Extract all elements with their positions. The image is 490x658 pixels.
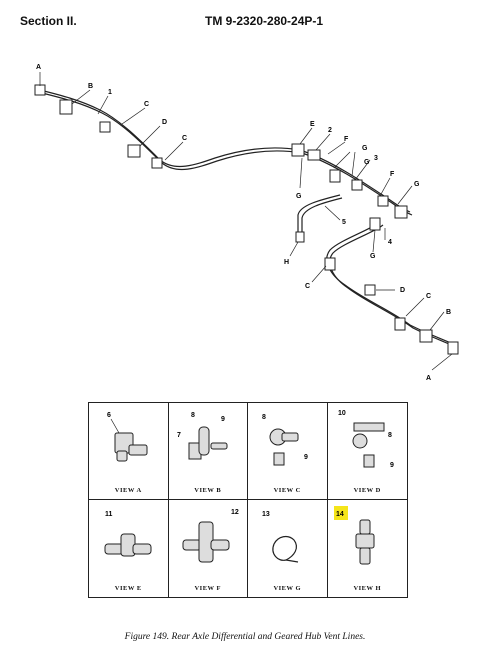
vent-tube-1 (39, 89, 303, 171)
view-d-panel: 10 8 9 VIEW D (327, 403, 407, 500)
callout-g4: G (370, 253, 376, 260)
callout-b-top: B (88, 83, 93, 90)
view-b-panel: 8 9 7 VIEW B (168, 403, 248, 500)
callout-g3: G (414, 181, 420, 188)
callout-a-bot: A (426, 375, 431, 382)
view-e-label: VIEW E (114, 585, 142, 592)
callout-f2: F (390, 171, 395, 178)
item-8-c: 8 (262, 414, 266, 421)
callout-e: E (310, 121, 315, 128)
elbow-fitting-icon (114, 432, 148, 462)
callout-a-top: A (36, 64, 41, 71)
view-c-panel: 8 9 VIEW C (248, 403, 328, 500)
callout-5: 5 (342, 219, 346, 226)
item-6: 6 (107, 412, 111, 419)
view-a-label: VIEW A (114, 487, 142, 494)
vent-tube-4 (326, 221, 459, 349)
view-f-panel: 12 VIEW F (169, 500, 248, 597)
callout-c-top: C (144, 101, 149, 108)
callout-c2-top: C (182, 135, 187, 142)
callout-c2-bot: C (426, 293, 431, 300)
callout-g1: G (362, 145, 368, 152)
cross-fitting-icon (182, 521, 229, 563)
callout-1: 1 (108, 89, 112, 96)
item-9-c: 9 (304, 454, 308, 461)
callout-d-top: D (162, 119, 167, 126)
callout-b-bot: B (446, 309, 451, 316)
callout-4: 4 (388, 239, 392, 246)
callout-d-bot: D (400, 287, 405, 294)
clamp-bolt-icon (188, 426, 227, 460)
view-a-panel: 6 VIEW A (89, 403, 169, 500)
view-c-label: VIEW C (273, 487, 301, 494)
item-9: 9 (221, 416, 225, 423)
item-8-d: 8 (388, 432, 392, 439)
item-9-d: 9 (390, 462, 394, 469)
callout-h: H (284, 259, 289, 266)
item-13: 13 (262, 511, 270, 518)
vent-valve-icon (355, 519, 374, 565)
item-8: 8 (191, 412, 195, 419)
view-b-label: VIEW B (194, 487, 222, 494)
view-g-label: VIEW G (273, 585, 302, 592)
view-g-panel: 13 VIEW G (248, 500, 328, 597)
callout-leaders (39, 72, 453, 371)
view-h-label: VIEW H (353, 585, 382, 592)
bracket-clip-icon (352, 422, 384, 468)
item-14: 14 (336, 511, 344, 518)
item-11: 11 (105, 511, 113, 518)
callout-c-bot: C (305, 283, 310, 290)
section-heading: Section II. (20, 14, 77, 28)
tee-fitting-icon (104, 533, 152, 557)
spring-clip-icon (272, 535, 299, 563)
item-10: 10 (338, 410, 346, 417)
callout-2: 2 (328, 127, 332, 134)
detail-views-grid: 6 VIEW A 8 9 7 VIEW B 8 9 (88, 402, 408, 598)
clip-icon (269, 428, 299, 466)
callout-g-left: G (296, 193, 302, 200)
view-e-panel: 11 VIEW E (89, 500, 169, 597)
vent-tube-5 (297, 194, 343, 232)
item-7: 7 (177, 432, 181, 439)
vent-line-diagram: A B 1 C D C E 2 F G 3 G F G G 5 4 H G C … (34, 64, 459, 382)
highlight-marker (333, 506, 348, 520)
callout-g2: G (364, 159, 370, 166)
callout-f1: F (344, 136, 349, 143)
clips-and-fittings (34, 84, 459, 355)
callout-3: 3 (374, 155, 378, 162)
view-d-label: VIEW D (353, 487, 381, 494)
item-12: 12 (231, 509, 239, 516)
view-f-label: VIEW F (194, 585, 222, 592)
tm-number: TM 9-2320-280-24P-1 (205, 14, 324, 28)
figure-caption: Figure 149. Rear Axle Differential and G… (124, 632, 366, 642)
view-h-panel: 14 VIEW H (328, 500, 408, 597)
